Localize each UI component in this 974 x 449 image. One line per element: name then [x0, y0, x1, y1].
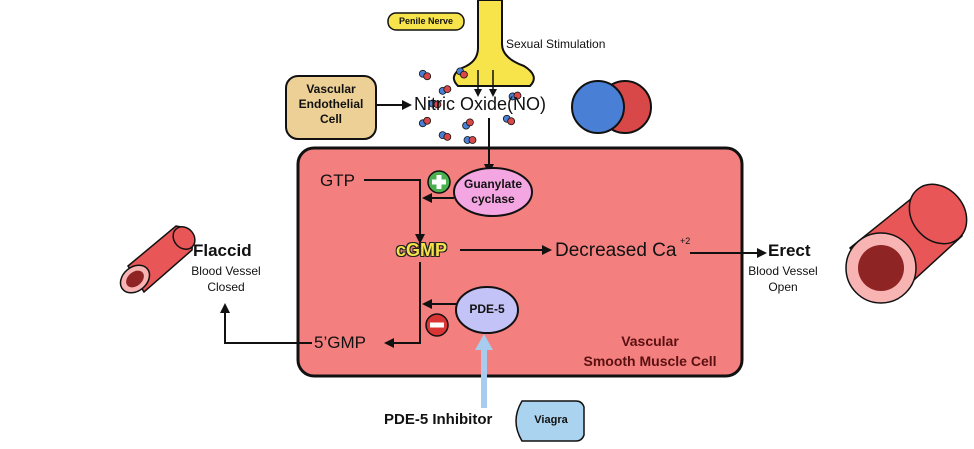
no-molecule-small-icon — [438, 131, 452, 141]
no-molecule-small-icon — [463, 136, 477, 144]
vascular-endothelial-cell-label: Vascular Endothelial Cell — [298, 82, 364, 126]
pde5-ellipse — [455, 286, 519, 334]
smooth-muscle-cell-label: Vascular Smooth Muscle Cell — [583, 333, 717, 369]
no-molecule-small-icon — [502, 114, 516, 126]
erect-sub-label: Blood Vessel Open — [748, 264, 818, 294]
viagra-shape — [515, 400, 585, 442]
nitric-oxide-molecule-icon — [571, 80, 652, 134]
no-molecule-small-icon — [428, 99, 442, 109]
minus-badge-icon — [425, 313, 449, 337]
pde5-inhibitor-label: PDE-5 Inhibitor — [384, 411, 493, 428]
guanylate-cyclase-ellipse — [453, 167, 533, 217]
decreased-ca-label: Decreased Ca — [555, 240, 677, 261]
flaccid-label: Flaccid — [193, 241, 252, 260]
no-molecule-small-icon — [456, 67, 468, 79]
plus-badge-icon — [427, 170, 451, 194]
no-molecule-small-icon — [418, 69, 432, 81]
nitric-oxide-label: Nitric Oxide(NO) — [414, 94, 547, 114]
inhibitor-arrow-head — [475, 334, 493, 350]
no-molecule-small-icon — [462, 118, 474, 130]
penile-nerve-shape — [452, 0, 535, 87]
gtp-label: GTP — [320, 171, 355, 190]
five-gmp-label: 5’GMP — [314, 333, 366, 352]
smooth-muscle-cell-box — [296, 146, 744, 378]
small-no-molecules — [418, 67, 522, 144]
viagra-label: Viagra — [534, 414, 568, 426]
erect-label: Erect — [768, 241, 811, 260]
erect-vessel-icon — [845, 183, 968, 304]
flaccid-sub-label: Blood Vessel Closed — [191, 264, 261, 294]
vascular-endothelial-cell-box — [285, 75, 377, 140]
no-molecule-small-icon — [438, 85, 452, 95]
ca-superscript: +2 — [680, 236, 691, 246]
sexual-stimulation-label: Sexual Stimulation — [506, 37, 606, 51]
penile-nerve-label: Penile Nerve — [398, 16, 454, 26]
flaccid-vessel-icon — [119, 225, 196, 294]
penile-nerve-tag — [387, 12, 465, 31]
cgmp-to-5gmp-line — [384, 262, 421, 348]
no-molecule-small-icon — [508, 91, 522, 101]
pde5-label: PDE-5 — [469, 302, 505, 316]
guanylate-cyclase-label: Guanylate cyclase — [463, 177, 523, 206]
cgmp-label: cGMP — [396, 240, 448, 260]
no-molecule-small-icon — [418, 116, 432, 128]
5gmp-to-flaccid-line — [220, 303, 312, 344]
